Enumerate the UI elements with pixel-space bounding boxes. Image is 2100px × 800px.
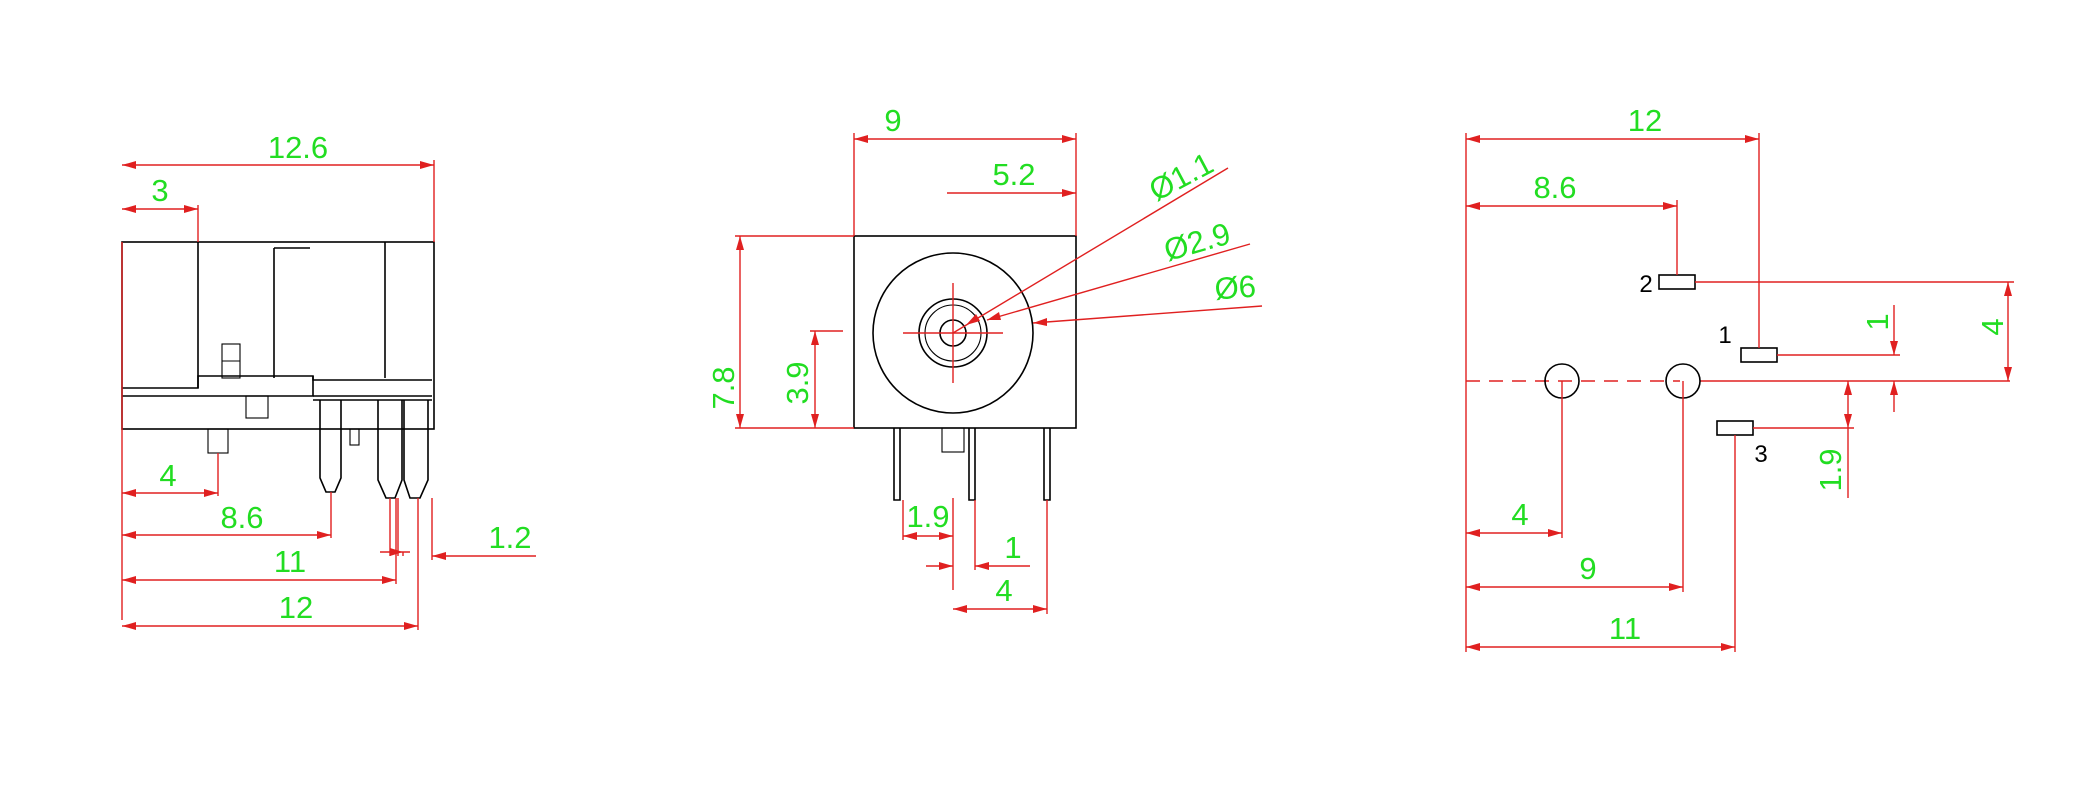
dim-bottom-pin2: 8.6 <box>1533 170 1576 205</box>
dim-bottom-pin3-height: 1.9 <box>1813 448 1848 491</box>
dim-front-dia-pin: Ø1.1 <box>1143 145 1219 207</box>
dim-side-8-6: 8.6 <box>220 500 263 535</box>
dim-front-dia-inner: Ø2.9 <box>1160 216 1234 268</box>
front-center-post <box>941 427 965 453</box>
dim-front-dia-outer: Ø6 <box>1213 269 1257 307</box>
dim-bottom-hole-4: 4 <box>1511 497 1528 532</box>
side-center-post <box>207 428 229 454</box>
bottom-view: 1 2 3 12 8.6 4 1 1.9 <box>1465 103 2014 652</box>
bottom-pin-3 <box>1716 420 1754 436</box>
front-body <box>853 235 1077 429</box>
dim-front-width: 9 <box>884 103 901 138</box>
side-base-step <box>122 375 314 397</box>
dim-front-1: 1 <box>1004 530 1021 565</box>
dim-front-center-height: 3.9 <box>780 361 815 404</box>
bottom-pin-1 <box>1740 347 1778 363</box>
dim-bottom-width: 12 <box>1628 103 1662 138</box>
dim-front-height: 7.8 <box>706 366 741 409</box>
pin-label-3: 3 <box>1754 441 1767 468</box>
dim-side-12: 12 <box>279 590 313 625</box>
front-view: 9 5.2 Ø1.1 Ø2.9 Ø6 7.8 3.9 1.9 <box>706 103 1263 614</box>
dim-side-4: 4 <box>159 458 176 493</box>
pin-label-1: 1 <box>1718 322 1731 349</box>
dim-bottom-pin1-height: 1 <box>1860 313 1895 330</box>
dim-side-11: 11 <box>274 544 306 579</box>
pin-label-2: 2 <box>1639 271 1652 298</box>
dim-front-4: 4 <box>995 573 1012 608</box>
front-pin-right <box>1043 428 1051 501</box>
front-pin-mid <box>968 428 976 501</box>
side-view: 12.6 3 4 8.6 11 12 <box>121 130 536 630</box>
side-base-tab <box>245 395 269 419</box>
bottom-pin-2 <box>1658 274 1696 290</box>
side-pin-c <box>403 400 429 499</box>
dim-bottom-pin2-height: 4 <box>1975 318 2010 335</box>
dim-bottom-hole-9: 9 <box>1579 551 1596 586</box>
front-outer-ring <box>872 252 1034 414</box>
dim-side-front: 3 <box>151 173 168 208</box>
dim-front-center: 5.2 <box>992 157 1035 192</box>
dim-bottom-pin3: 11 <box>1609 611 1641 646</box>
front-pin-left <box>893 428 901 501</box>
side-pin-stub <box>349 428 360 446</box>
dim-front-1-9: 1.9 <box>906 499 949 534</box>
dim-side-overall: 12.6 <box>268 130 328 165</box>
side-pin-a <box>319 400 342 493</box>
side-pin-b <box>377 400 403 499</box>
side-body <box>121 241 435 430</box>
dim-side-pin-width: 1.2 <box>488 520 531 555</box>
